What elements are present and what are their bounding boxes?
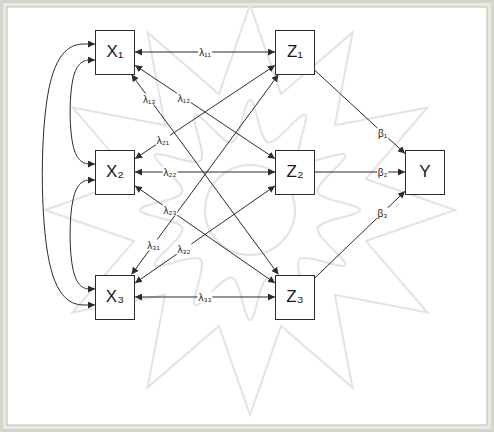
path-coefficient: β₂	[377, 167, 389, 178]
path-arrow	[135, 186, 275, 283]
path-arrow	[135, 65, 275, 158]
path-arrow	[132, 75, 279, 275]
path-arrow	[315, 172, 405, 173]
variable-box: X₃	[95, 275, 135, 320]
path-arrow	[135, 172, 275, 173]
variable-box: Z₂	[275, 150, 315, 195]
frame-ground	[7, 7, 487, 425]
variable-name: X₂	[106, 163, 124, 182]
variable-name: Z₂	[287, 163, 304, 182]
path-arrow	[135, 186, 275, 283]
path-coefficient: λ₃₁	[146, 239, 160, 250]
path-coefficient: β₁	[377, 127, 388, 138]
path-coefficient: λ₁₂	[177, 93, 191, 104]
variable-box: X₂	[95, 150, 135, 195]
variable-name: Y	[419, 163, 430, 182]
path-arrow	[135, 65, 275, 158]
path-coefficient: λ₁₃	[142, 93, 156, 104]
path-coefficient: β₃	[377, 207, 389, 218]
path-coefficient: λ₃₃	[197, 292, 212, 303]
path-arrow	[132, 75, 279, 275]
variable-box: Z₃	[275, 275, 315, 320]
covariance-arc	[70, 60, 95, 164]
variable-box: Z₁	[275, 30, 315, 75]
path-coefficient: λ₃₂	[177, 244, 192, 255]
variable-name: X₁	[106, 43, 123, 62]
variable-name: Z₃	[286, 288, 303, 307]
variable-name: X₃	[106, 288, 124, 307]
path-arrow	[315, 70, 405, 153]
path-arrow	[315, 191, 405, 278]
variable-name: Z₁	[287, 43, 303, 62]
variable-box: X₁	[95, 30, 135, 75]
variable-box: Y	[405, 150, 445, 195]
path-coefficient: λ₂₃	[163, 205, 178, 216]
path-coefficient: λ₂₁	[156, 135, 170, 146]
frame-bevel	[3, 3, 491, 429]
star-watermark	[45, 5, 455, 415]
covariance-arc	[42, 44, 95, 305]
path-coefficient: λ₁₁	[198, 47, 212, 58]
star-outline	[45, 5, 455, 415]
path-coefficient: λ₂₂	[163, 167, 178, 178]
covariance-arc	[70, 180, 95, 289]
